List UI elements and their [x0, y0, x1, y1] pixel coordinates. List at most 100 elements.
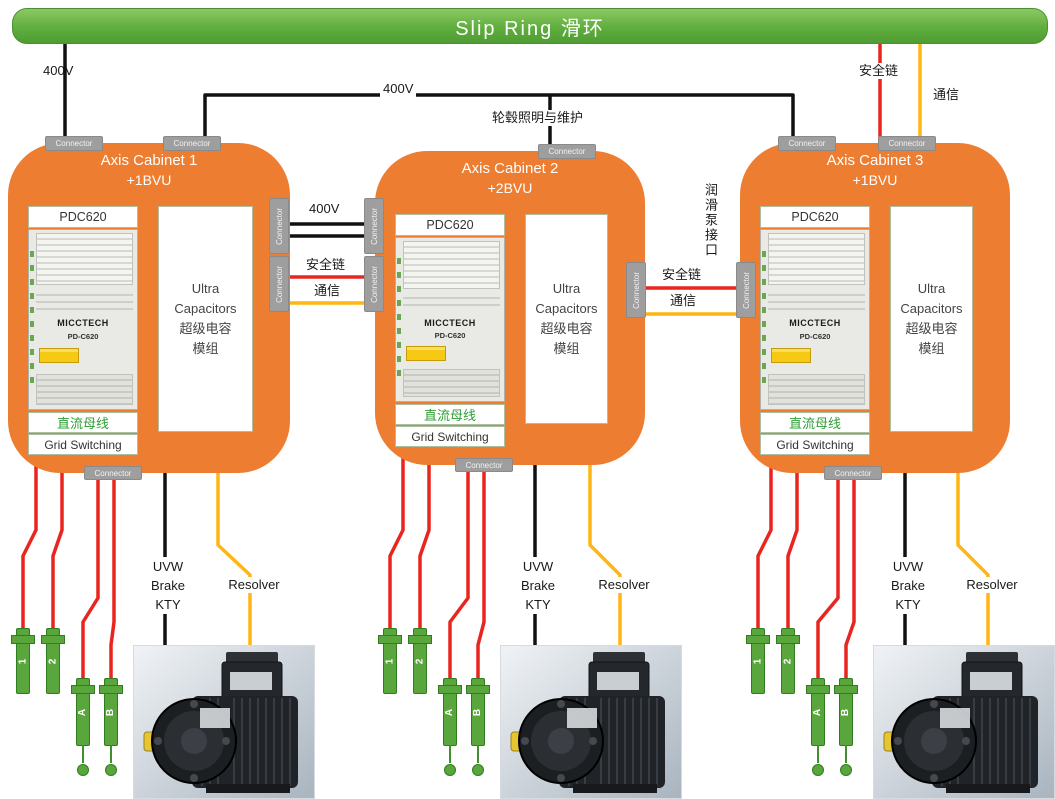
warning-label-icon — [39, 348, 79, 364]
label-comm-right: 通信 — [930, 87, 963, 103]
terminal-cross — [41, 635, 65, 644]
ultracap-column: Ultra Capacitors 超级电容 模组 — [525, 214, 608, 447]
label-uvw-cab1: UVW Brake KTY — [142, 557, 194, 614]
grid-switching-label: Grid Switching — [395, 426, 505, 447]
motor-image-3 — [873, 645, 1055, 799]
terminal-block-b: B — [834, 678, 858, 746]
device-brand: MICCTECH — [789, 317, 841, 328]
connector-tab-cab1-top-1: Connector — [45, 136, 103, 151]
terminal-cross — [806, 685, 830, 694]
terminal-block-b: B — [99, 678, 123, 746]
terminal-cross — [71, 685, 95, 694]
warning-label-icon — [771, 348, 811, 364]
cabinet-subtitle: +1BVU — [852, 172, 898, 188]
ultra-capacitors-box: Ultra Capacitors 超级电容 模组 — [158, 206, 253, 432]
cabinet-body: PDC620 MICCTECH PD-C620 直流母线 Grid Switch… — [8, 203, 290, 473]
terminal-cross — [746, 635, 770, 644]
label-safety-chain-right: 安全链 — [856, 63, 902, 79]
device-model: PD-C620 — [67, 332, 99, 342]
drive-device-image: MICCTECH PD-C620 — [395, 237, 505, 402]
drive-device-image: MICCTECH PD-C620 — [28, 229, 138, 410]
terminal-block-2: 2 — [41, 628, 65, 694]
drive-device-image: MICCTECH PD-C620 — [760, 229, 870, 410]
connector-tab-cab3-left: Connector — [736, 262, 756, 318]
comm-resolver-wires — [216, 40, 990, 652]
connector-tab-cab1-right-1: Connector — [269, 198, 289, 254]
label-resolver-cab3: Resolver — [958, 577, 1026, 593]
terminal-block-2: 2 — [408, 628, 432, 694]
ultra-capacitors-box: Ultra Capacitors 超级电容 模组 — [890, 206, 973, 432]
power-wires-400v — [63, 40, 907, 652]
label-lube-pump: 润滑泵接口 — [701, 180, 719, 261]
terminal-block-a: A — [806, 678, 830, 746]
cabinet-header: Axis Cabinet 3 +1BVU — [740, 143, 1010, 203]
connector-tab-cab3-top-1: Connector — [778, 136, 836, 151]
device-model: PD-C620 — [434, 330, 466, 340]
dc-bus-label: 直流母线 — [760, 412, 870, 433]
cabinet-body: PDC620 MICCTECH PD-C620 直流母线 Grid Switch… — [375, 211, 645, 465]
terminal-cross — [99, 685, 123, 694]
cabinet-body: PDC620 MICCTECH PD-C620 直流母线 Grid Switch… — [740, 203, 1010, 473]
label-uvw-cab3: UVW Brake KTY — [882, 557, 934, 614]
dc-bus-label: 直流母线 — [28, 412, 138, 433]
connector-tab-cab1-right-2: Connector — [269, 256, 289, 312]
terminal-cross — [438, 685, 462, 694]
label-safety-chain-12: 安全链 — [303, 257, 349, 273]
label-resolver-cab1: Resolver — [220, 577, 288, 593]
drive-column: PDC620 MICCTECH PD-C620 直流母线 Grid Switch… — [395, 214, 505, 447]
connector-tab-cab2-top: Connector — [538, 144, 596, 159]
motor-image-1 — [133, 645, 315, 799]
device-model: PD-C620 — [799, 332, 831, 342]
device-terminal-strip — [403, 241, 500, 289]
label-comm-12: 通信 — [311, 283, 344, 299]
ultracap-column: Ultra Capacitors 超级电容 模组 — [158, 206, 253, 455]
terminal-cross — [11, 635, 35, 644]
connector-tab-cab1-bottom: Connector — [84, 466, 142, 480]
cabinet-header: Axis Cabinet 2 +2BVU — [375, 151, 645, 211]
label-400v-top: 400V — [380, 81, 417, 97]
grid-switching-label: Grid Switching — [28, 434, 138, 455]
ultra-capacitors-box: Ultra Capacitors 超级电容 模组 — [525, 214, 608, 424]
connector-tab-cab2-right: Connector — [626, 262, 646, 318]
terminal-cross — [776, 635, 800, 644]
terminal-block-1: 1 — [378, 628, 402, 694]
label-safety-chain-23: 安全链 — [659, 267, 705, 283]
label-400v-mid: 400V — [306, 201, 343, 217]
device-bottom-strip — [768, 374, 865, 405]
cabinet-header: Axis Cabinet 1 +1BVU — [8, 143, 290, 203]
device-brand: MICCTECH — [57, 317, 109, 328]
connector-tab-cab2-left-2: Connector — [364, 256, 384, 312]
terminal-block-1: 1 — [746, 628, 770, 694]
pdc620-label: PDC620 — [395, 214, 505, 236]
label-uvw-cab2: UVW Brake KTY — [512, 557, 564, 614]
label-resolver-cab2: Resolver — [590, 577, 658, 593]
device-brand: MICCTECH — [424, 317, 476, 328]
label-400v-left: 400V — [43, 63, 74, 78]
terminal-block-a: A — [71, 678, 95, 746]
axis-cabinet-2: Axis Cabinet 2 +2BVU PDC620 MICCTECH PD-… — [375, 151, 645, 465]
pdc620-label: PDC620 — [760, 206, 870, 228]
dc-bus-label: 直流母线 — [395, 404, 505, 425]
device-terminal-strip — [768, 233, 865, 286]
grid-switching-label: Grid Switching — [760, 434, 870, 455]
drive-column: PDC620 MICCTECH PD-C620 直流母线 Grid Switch… — [760, 206, 870, 455]
drive-column: PDC620 MICCTECH PD-C620 直流母线 Grid Switch… — [28, 206, 138, 455]
terminal-block-2: 2 — [776, 628, 800, 694]
terminal-cross — [466, 685, 490, 694]
slip-ring-bar: Slip Ring 滑环 — [12, 8, 1048, 44]
cabinet-subtitle: +2BVU — [487, 180, 533, 196]
warning-label-icon — [406, 345, 446, 361]
ultracap-column: Ultra Capacitors 超级电容 模组 — [890, 206, 973, 455]
axis-cabinet-1: Axis Cabinet 1 +1BVU PDC620 MICCTECH PD-… — [8, 143, 290, 473]
device-detail-lines — [36, 289, 133, 311]
label-hub-lighting: 轮毂照明与维护 — [489, 110, 587, 126]
label-comm-23: 通信 — [667, 293, 700, 309]
pdc620-label: PDC620 — [28, 206, 138, 228]
cabinet-subtitle: +1BVU — [126, 172, 172, 188]
terminal-cross — [408, 635, 432, 644]
safety-chain-wires — [21, 40, 882, 682]
device-detail-lines — [403, 291, 500, 312]
device-terminal-strip — [36, 233, 133, 286]
